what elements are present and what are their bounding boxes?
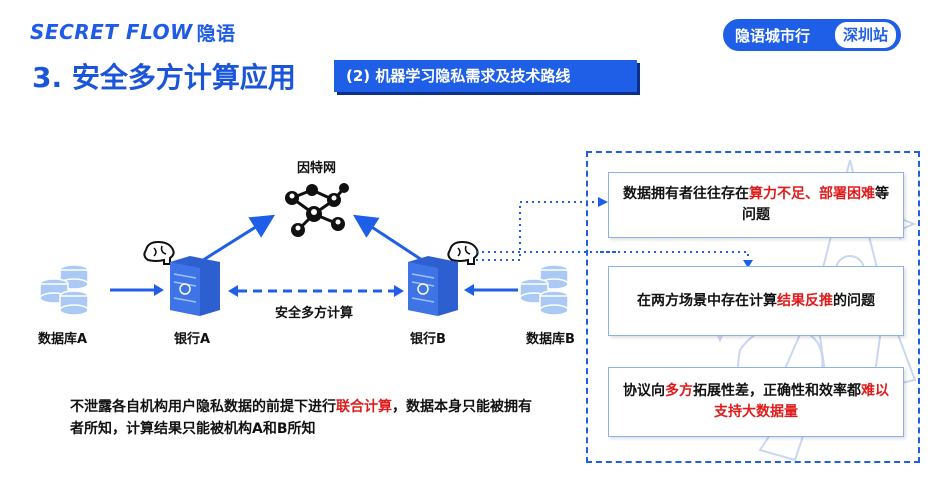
summary-part-2: ，数据本身只能被拥有者所知，计算结果只能被机构A和B所知 — [70, 399, 532, 437]
bank-a-server-icon — [170, 256, 220, 316]
problem-card: 在两方场景中存在计算结果反推的问题 — [608, 266, 904, 336]
logo-text: SECRET FLOW — [30, 20, 193, 44]
problem-highlight: 结果反推 — [777, 292, 833, 309]
database-b-icon — [519, 264, 569, 316]
brand-logo: SECRET FLOW 隐语 — [30, 19, 236, 45]
problem-text: 数据拥有者往往存在 — [623, 186, 749, 202]
brain-icon — [143, 240, 175, 265]
problem-text: 等问题 — [742, 186, 889, 223]
event-badge: 隐语城市行 深圳站 — [723, 19, 901, 51]
bank-b-server-icon — [408, 256, 458, 316]
problem-text: 的问题 — [833, 292, 875, 309]
problem-text: 拓展性差，正确性和效率都 — [693, 383, 861, 399]
logo-cn-text: 隐语 — [196, 22, 236, 45]
dotted-connector-arrow-2 — [600, 251, 753, 268]
internet-label: 因特网 — [297, 161, 337, 176]
problem-highlight: 难以支持大数据量 — [714, 383, 889, 420]
summary-part-1: 不泄露各自机构用户隐私数据的前提下进行 — [70, 399, 336, 415]
problems-panel — [586, 151, 920, 463]
dotted-connectors — [476, 197, 616, 261]
db-b-to-bank-b-arrow — [464, 284, 518, 296]
problem-highlight: 多方 — [665, 383, 693, 399]
problem-card-text: 在两方场景中存在计算结果反推的问题 — [637, 291, 875, 312]
internet-arrows — [199, 214, 426, 264]
database-a-icon — [39, 264, 89, 316]
problem-card: 协议向多方拓展性差，正确性和效率都难以支持大数据量 — [608, 367, 904, 437]
brain-icon — [447, 240, 479, 265]
page-subtitle: (2) 机器学习隐私需求及技术路线 — [334, 60, 637, 92]
db-a-to-bank-a-arrow — [110, 284, 164, 296]
bank-b-label: 银行B — [410, 332, 446, 347]
page-title: 3. 安全多方计算应用 — [32, 61, 296, 94]
badge-city: 深圳站 — [834, 22, 896, 48]
problem-card: 数据拥有者往往存在算力不足、部署困难等问题 — [608, 172, 904, 238]
database-b-label: 数据库B — [526, 332, 575, 347]
mpc-dashed-arrow — [228, 285, 404, 297]
problem-card-text: 协议向多方拓展性差，正确性和效率都难以支持大数据量 — [623, 381, 889, 423]
summary-text: 不泄露各自机构用户隐私数据的前提下进行联合计算，数据本身只能被拥有者所知，计算结… — [70, 396, 540, 440]
problem-card-text: 数据拥有者往往存在算力不足、部署困难等问题 — [623, 184, 889, 226]
bank-a-label: 银行A — [174, 332, 211, 347]
network-icon — [285, 183, 349, 237]
database-a-label: 数据库A — [38, 332, 88, 347]
problem-text: 在两方场景中存在计算 — [637, 292, 777, 309]
summary-highlight: 联合计算 — [336, 399, 392, 415]
problem-highlight: 算力不足、部署困难 — [749, 186, 875, 202]
badge-event-name: 隐语城市行 — [735, 26, 811, 45]
mpc-label: 安全多方计算 — [275, 306, 354, 321]
problem-text: 协议向 — [623, 383, 665, 399]
